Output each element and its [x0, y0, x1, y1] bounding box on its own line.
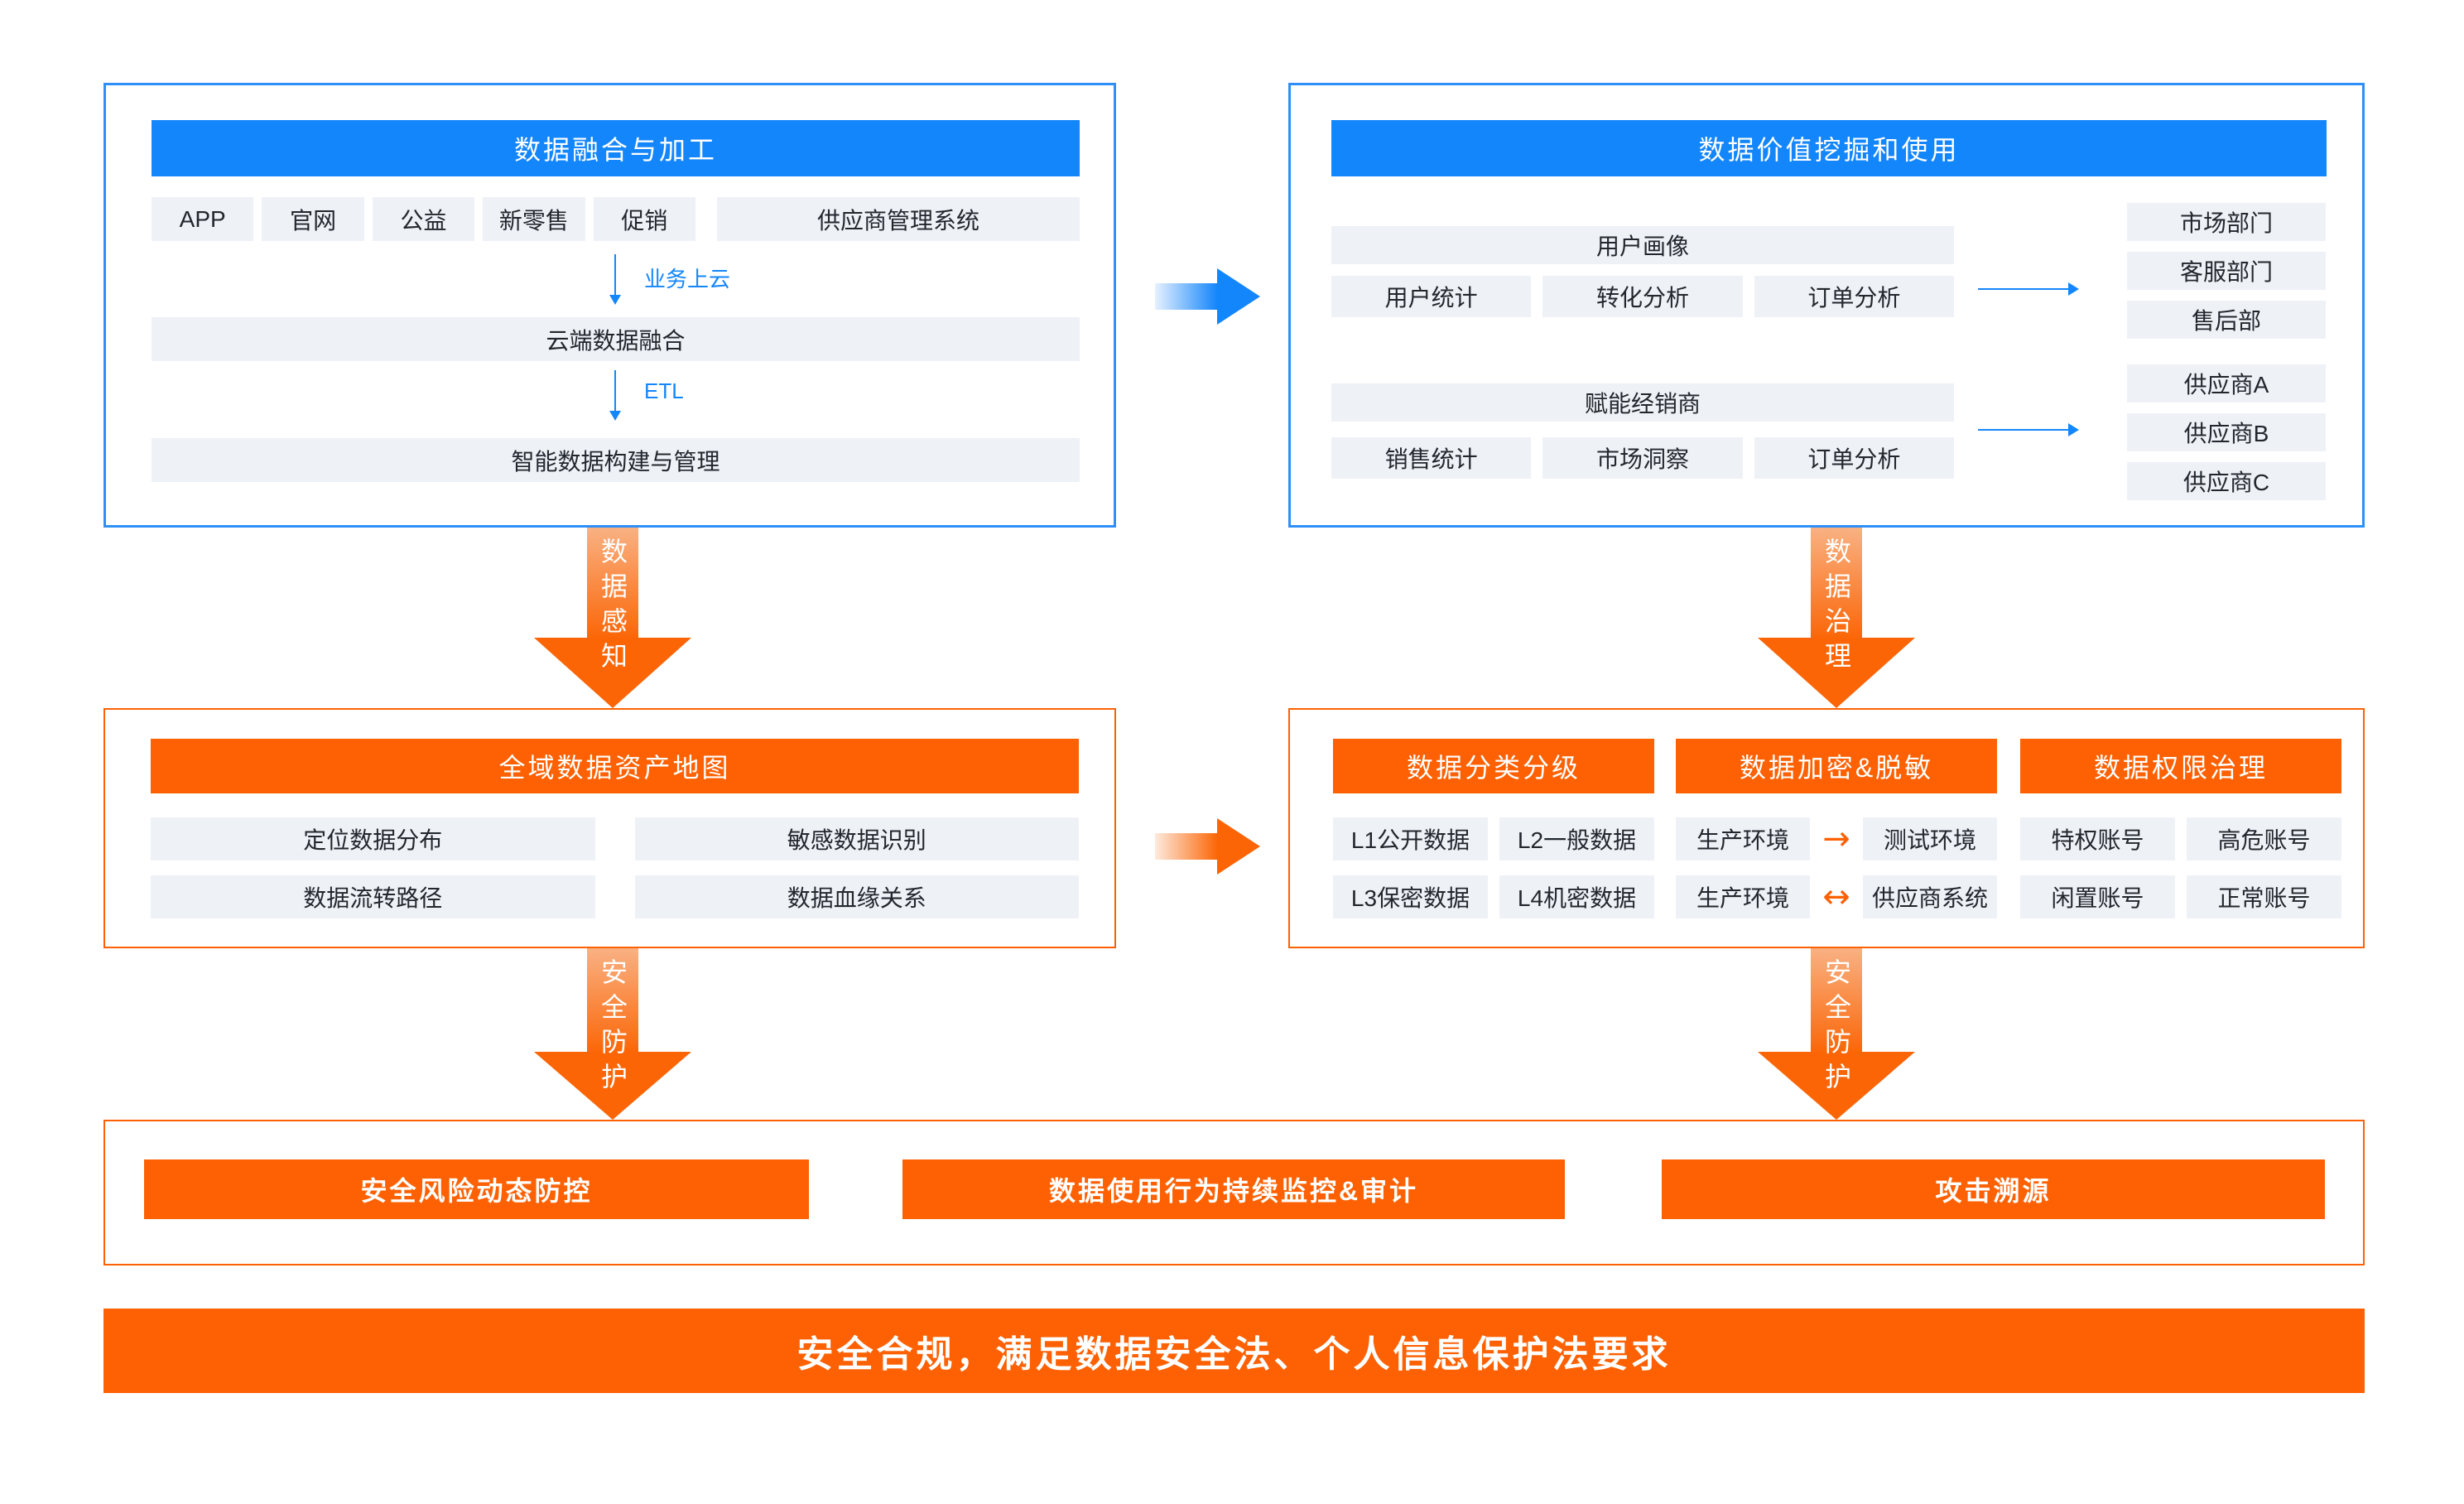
down-arrow-security-protection-right-icon: 安全防护 — [1758, 948, 1915, 1120]
item-market-insight: 市场洞察 — [1542, 437, 1743, 479]
arrow-to-suppliers-icon — [1978, 423, 2079, 436]
data-asset-map-title: 全域数据资产地图 — [151, 739, 1079, 793]
data-asset-map-grid: 定位数据分布 敏感数据识别 数据流转路径 数据血缘关系 — [151, 817, 1079, 918]
intelligent-data-build-bar: 智能数据构建与管理 — [152, 438, 1080, 482]
data-governance-label: 数据治理 — [1822, 537, 1851, 677]
source-systems-row: APP 官网 公益 新零售 促销 供应商管理系统 — [152, 197, 1080, 241]
user-profile-bar: 用户画像 — [1331, 226, 1954, 264]
target-after-sales-dept: 售后部 — [2127, 301, 2326, 339]
down-arrow-etl-icon — [609, 370, 621, 421]
security-protection-left-label: 安全防护 — [598, 958, 628, 1097]
capability-usage-monitor-audit: 数据使用行为持续监控&审计 — [902, 1159, 1565, 1219]
item-order-analysis-2: 订单分析 — [1754, 437, 1954, 479]
capability-attack-tracing: 攻击溯源 — [1662, 1159, 2325, 1219]
encryption-row-1: 生产环境 → 测试环境 — [1676, 817, 1997, 860]
business-to-cloud-label: 业务上云 — [644, 267, 731, 292]
item-l3-confidential-data: L3保密数据 — [1333, 875, 1488, 918]
etl-label: ETL — [644, 378, 684, 403]
source-new-retail: 新零售 — [483, 197, 585, 241]
down-arrow-business-to-cloud-icon — [609, 254, 621, 305]
item-l2-general-data: L2一般数据 — [1499, 817, 1654, 860]
item-l1-public-data: L1公开数据 — [1333, 817, 1488, 860]
security-protection-right-label: 安全防护 — [1822, 958, 1851, 1097]
item-sensitive-data-identification: 敏感数据识别 — [634, 817, 1079, 860]
source-app: APP — [152, 197, 254, 241]
target-supplier-a: 供应商A — [2127, 364, 2326, 403]
permission-title: 数据权限治理 — [2020, 739, 2341, 793]
both-arrow-prod-supplier-icon: ↔ — [1822, 878, 1850, 916]
encryption-title: 数据加密&脱敏 — [1676, 739, 1997, 793]
target-marketing-dept: 市场部门 — [2127, 203, 2326, 241]
arrow-to-departments-icon — [1978, 282, 2079, 296]
right-arrow-prod-to-test-icon: → — [1822, 820, 1850, 858]
item-privileged-account: 特权账号 — [2020, 817, 2175, 860]
down-arrow-data-perception-icon: 数据感知 — [534, 528, 691, 708]
source-supplier-mgmt: 供应商管理系统 — [716, 197, 1080, 241]
capability-risk-dynamic-control: 安全风险动态防控 — [144, 1159, 809, 1219]
permission-grid: 特权账号 高危账号 闲置账号 正常账号 — [2020, 817, 2341, 918]
classification-title: 数据分类分级 — [1333, 739, 1654, 793]
classification-grid: L1公开数据 L2一般数据 L3保密数据 L4机密数据 — [1333, 817, 1654, 918]
source-official-site: 官网 — [262, 197, 364, 241]
target-customer-service-dept: 客服部门 — [2127, 252, 2326, 290]
user-profile-items: 用户统计 转化分析 订单分析 — [1331, 276, 1954, 317]
item-locate-data-distribution: 定位数据分布 — [151, 817, 595, 860]
down-arrow-data-governance-icon: 数据治理 — [1758, 528, 1915, 708]
data-perception-label: 数据感知 — [598, 537, 628, 677]
section-security-capabilities: 安全风险动态防控 数据使用行为持续监控&审计 攻击溯源 — [103, 1120, 2365, 1265]
item-conversion-analysis: 转化分析 — [1542, 276, 1743, 317]
compliance-banner: 安全合规，满足数据安全法、个人信息保护法要求 — [103, 1309, 2365, 1393]
section-data-fusion: 数据融合与加工 APP 官网 公益 新零售 促销 供应商管理系统 业务上云 云端… — [103, 83, 1116, 528]
target-supplier-c: 供应商C — [2127, 462, 2326, 500]
item-l4-secret-data: L4机密数据 — [1499, 875, 1654, 918]
down-arrow-security-protection-left-icon: 安全防护 — [534, 948, 691, 1120]
section-data-governance: 数据分类分级 L1公开数据 L2一般数据 L3保密数据 L4机密数据 数据加密&… — [1288, 708, 2365, 948]
item-supplier-system: 供应商系统 — [1863, 875, 1997, 918]
section-data-asset-map: 全域数据资产地图 定位数据分布 敏感数据识别 数据流转路径 数据血缘关系 — [103, 708, 1116, 948]
data-value-title: 数据价值挖掘和使用 — [1331, 120, 2327, 176]
item-user-stats: 用户统计 — [1331, 276, 1532, 317]
item-test-env: 测试环境 — [1863, 817, 1997, 860]
empower-dealers-items: 销售统计 市场洞察 订单分析 — [1331, 437, 1954, 479]
cloud-data-fusion-bar: 云端数据融合 — [152, 317, 1080, 361]
item-production-env-1: 生产环境 — [1676, 817, 1810, 860]
item-production-env-2: 生产环境 — [1676, 875, 1810, 918]
target-supplier-b: 供应商B — [2127, 413, 2326, 451]
section-data-value-mining: 数据价值挖掘和使用 用户画像 用户统计 转化分析 订单分析 市场部门 客服部门 … — [1288, 83, 2365, 528]
item-idle-account: 闲置账号 — [2020, 875, 2175, 918]
source-promotion: 促销 — [593, 197, 695, 241]
item-order-analysis-1: 订单分析 — [1754, 276, 1954, 317]
item-data-flow-path: 数据流转路径 — [151, 875, 595, 918]
encryption-row-2: 生产环境 ↔ 供应商系统 — [1676, 875, 1997, 918]
source-public-welfare: 公益 — [372, 197, 475, 241]
item-high-risk-account: 高危账号 — [2187, 817, 2341, 860]
item-normal-account: 正常账号 — [2187, 875, 2341, 918]
data-fusion-title: 数据融合与加工 — [152, 120, 1080, 176]
item-sales-stats: 销售统计 — [1331, 437, 1532, 479]
item-data-lineage: 数据血缘关系 — [634, 875, 1079, 918]
empower-dealers-bar: 赋能经销商 — [1331, 383, 1954, 422]
